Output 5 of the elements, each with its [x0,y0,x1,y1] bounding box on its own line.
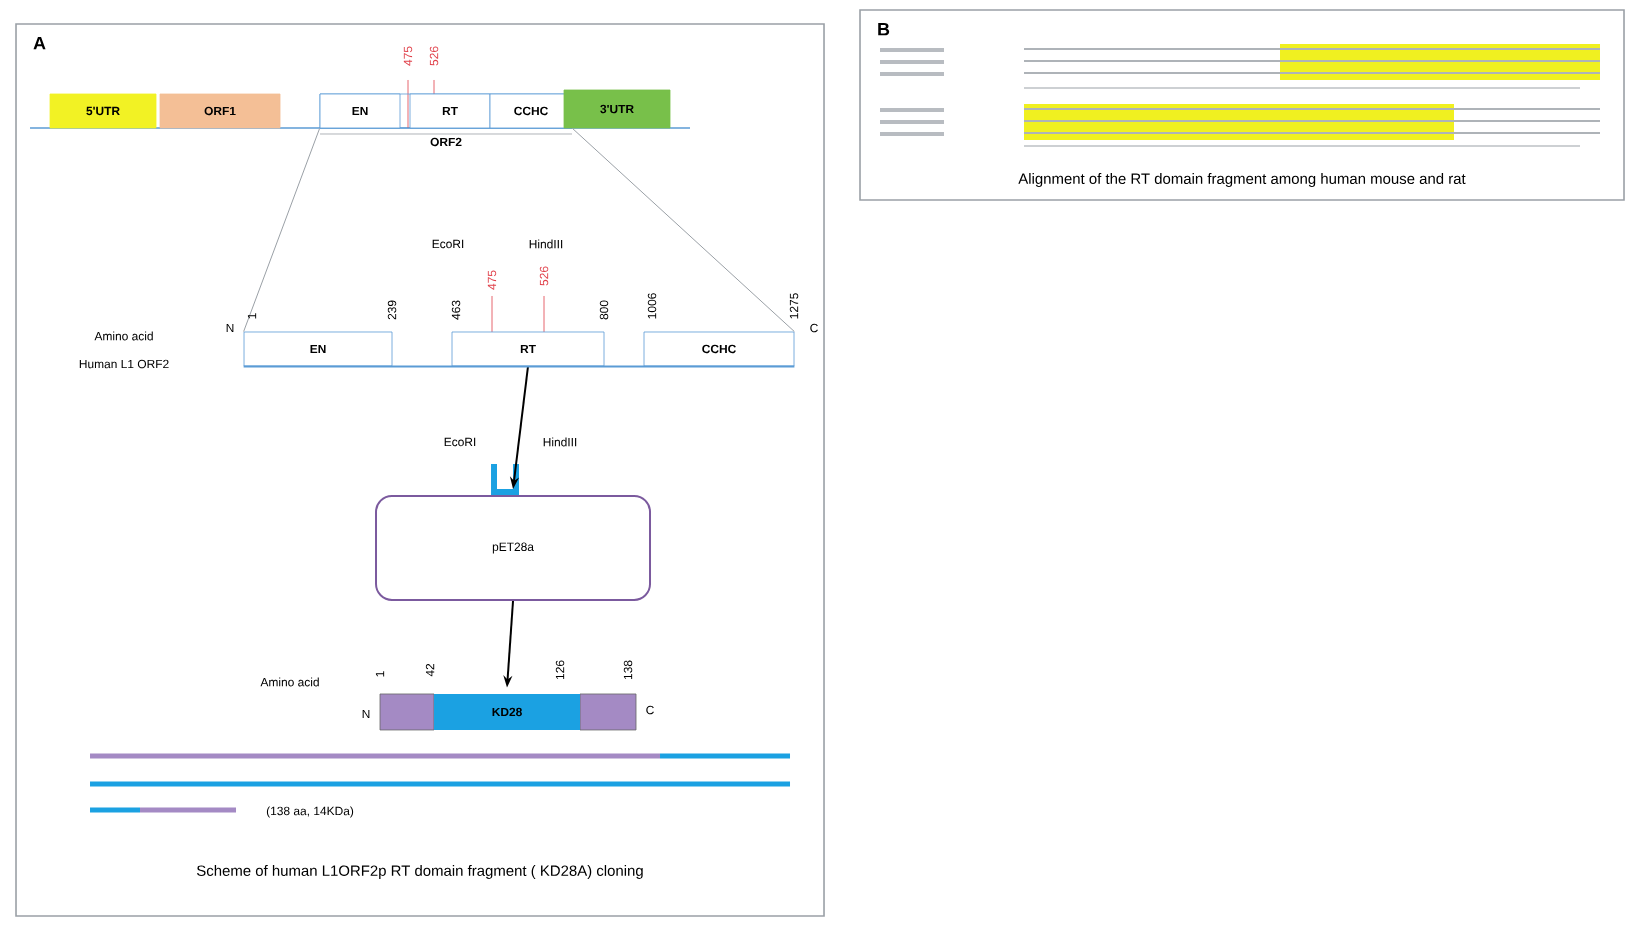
protein-line [242,365,796,368]
zoom-line [571,127,795,333]
panel-letter: B [878,23,890,36]
zoom-line [243,127,321,333]
panel-letter: A [33,37,46,50]
